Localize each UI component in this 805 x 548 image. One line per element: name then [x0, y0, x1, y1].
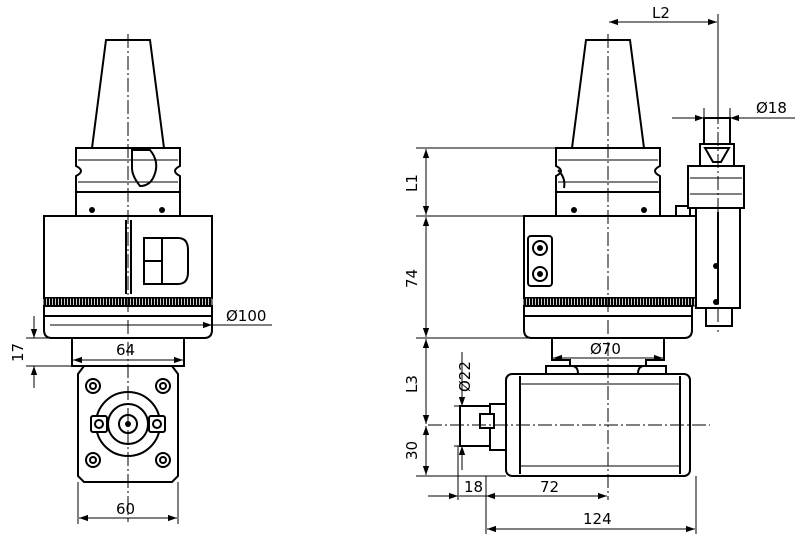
left-view: Ø100 17 64 60: [9, 34, 272, 524]
nameplate-d: [143, 237, 189, 285]
dim-text-l1: L1: [403, 174, 421, 192]
dimension-74: 74: [403, 217, 552, 339]
dimension-64: 64: [73, 341, 183, 364]
dim-text-72: 72: [540, 478, 559, 496]
dim-text-60: 60: [116, 500, 135, 518]
right-view: L2 Ø18 L1 74 L3: [403, 4, 795, 534]
dim-text-diameter-22: Ø22: [456, 361, 474, 392]
right-main-body: [523, 205, 697, 339]
dim-text-124: 124: [583, 510, 612, 528]
dim-text-diameter-70: Ø70: [590, 340, 621, 358]
dimension-72: 72: [540, 478, 607, 500]
dimension-60: 60: [77, 482, 179, 524]
dimension-diameter-18: Ø18: [672, 99, 795, 144]
dim-text-l3: L3: [403, 375, 421, 393]
dimension-17: 17: [9, 316, 72, 388]
dim-text-74: 74: [403, 269, 421, 288]
dim-text-18: 18: [464, 478, 483, 496]
right-knurl-band: [523, 297, 697, 307]
dimension-diameter-100: Ø100: [50, 307, 272, 329]
dimension-l2: L2: [609, 4, 719, 116]
output-housing: [459, 365, 691, 477]
dim-text-30: 30: [403, 441, 421, 460]
dim-text-diameter-18: Ø18: [756, 99, 787, 117]
dimension-l1: L1: [403, 147, 556, 217]
dimension-l3: L3: [403, 339, 430, 424]
dim-text-17: 17: [9, 343, 27, 362]
dimension-30: 30: [403, 426, 506, 477]
dim-text-l2: L2: [652, 4, 670, 22]
dimension-124: 124: [487, 476, 697, 534]
dim-text-64: 64: [116, 341, 135, 359]
dimension-diameter-70: Ø70: [553, 340, 663, 362]
dim-text-diameter-100: Ø100: [226, 307, 266, 325]
left-base-plate: [77, 365, 179, 483]
side-spindle-unit: [687, 117, 745, 327]
dimension-diameter-22: Ø22: [454, 352, 474, 470]
